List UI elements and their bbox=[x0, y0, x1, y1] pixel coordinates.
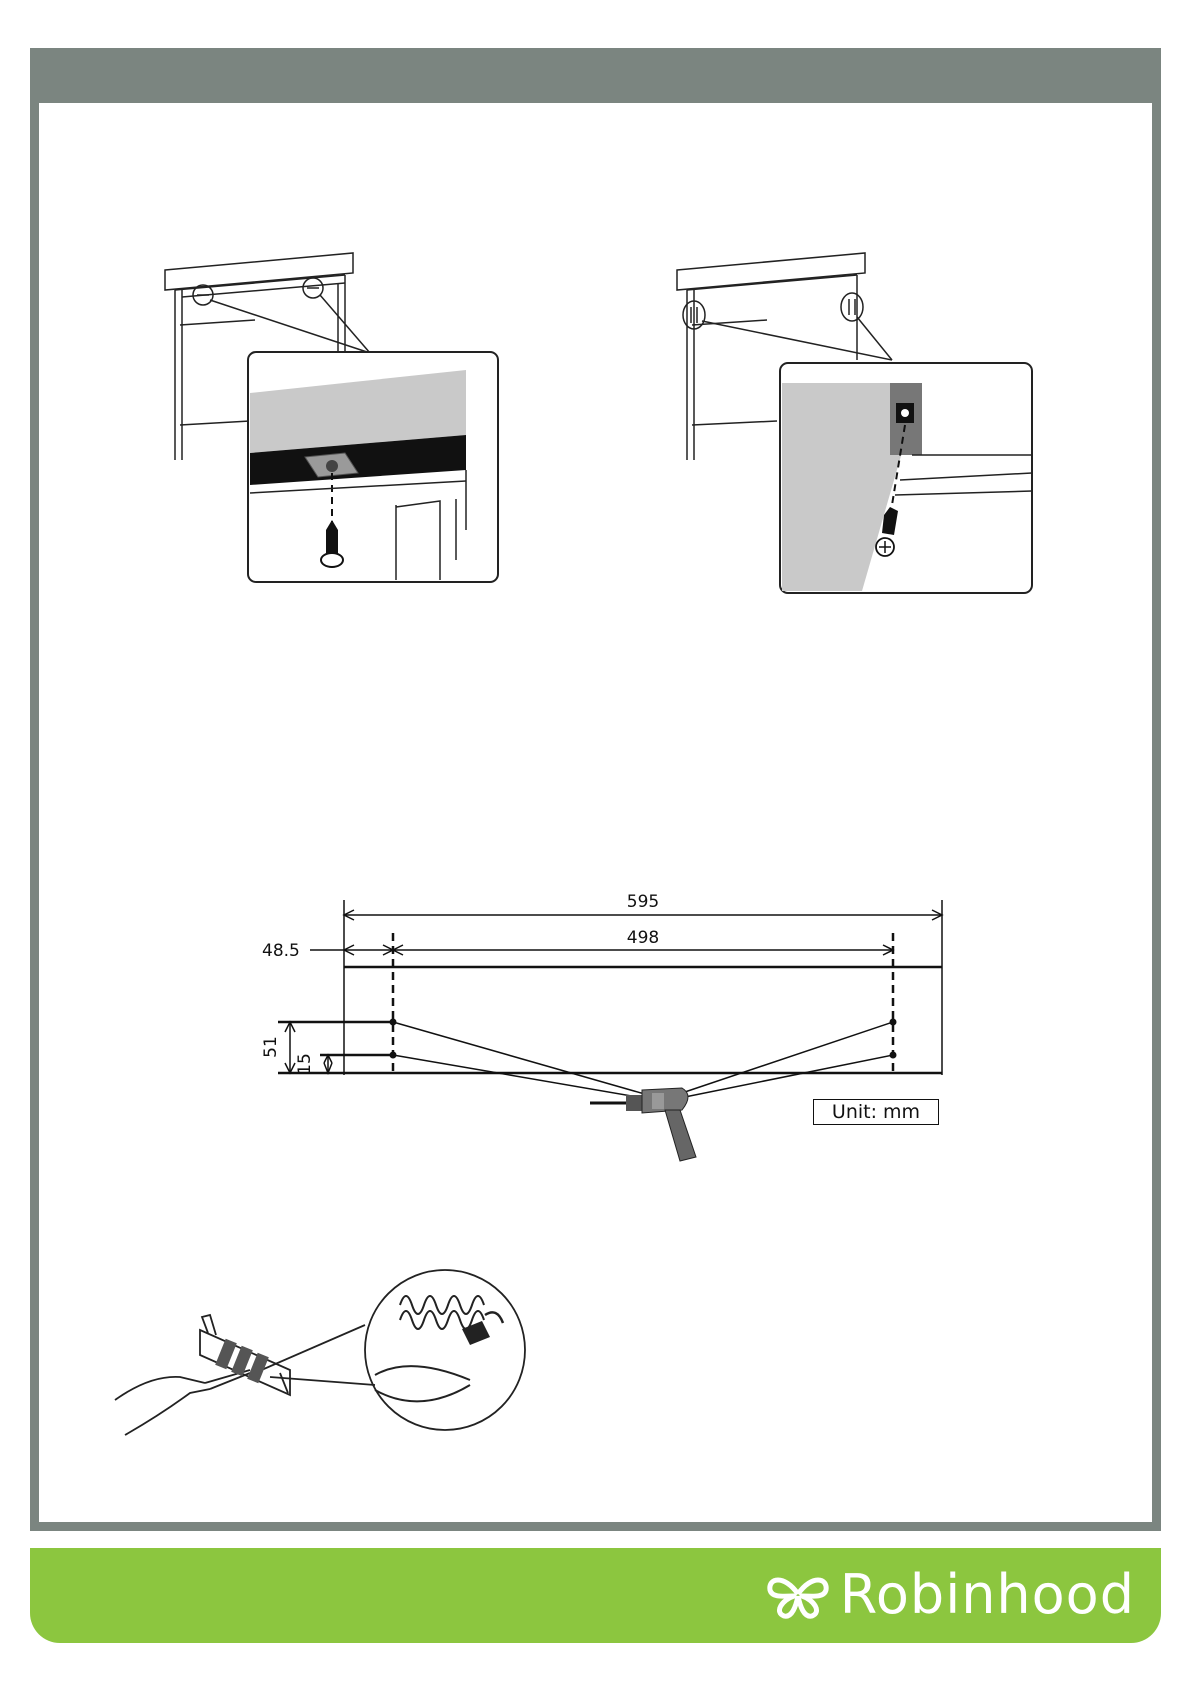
unit-label: Unit: mm bbox=[813, 1099, 939, 1125]
pliers-vent-illustration bbox=[110, 1265, 540, 1455]
footer-bar: Robinhood bbox=[30, 1548, 1161, 1643]
hole-spacing-label: 498 bbox=[627, 928, 659, 948]
height-upper-label: 51 bbox=[261, 1036, 281, 1058]
height-lower-label: 15 bbox=[295, 1053, 315, 1075]
brand-name: Robinhood bbox=[840, 1568, 1135, 1622]
edge-offset-label: 48.5 bbox=[262, 941, 300, 961]
screw-side-illustration bbox=[672, 245, 1042, 595]
butterfly-icon bbox=[764, 1570, 832, 1620]
drilling-dimension-diagram: 595 498 48.5 51 15 bbox=[250, 885, 950, 1175]
brand-logo: Robinhood bbox=[764, 1564, 1135, 1626]
screw-top-illustration bbox=[160, 245, 510, 590]
overall-width-label: 595 bbox=[627, 892, 659, 912]
drill-icon bbox=[590, 1088, 696, 1161]
